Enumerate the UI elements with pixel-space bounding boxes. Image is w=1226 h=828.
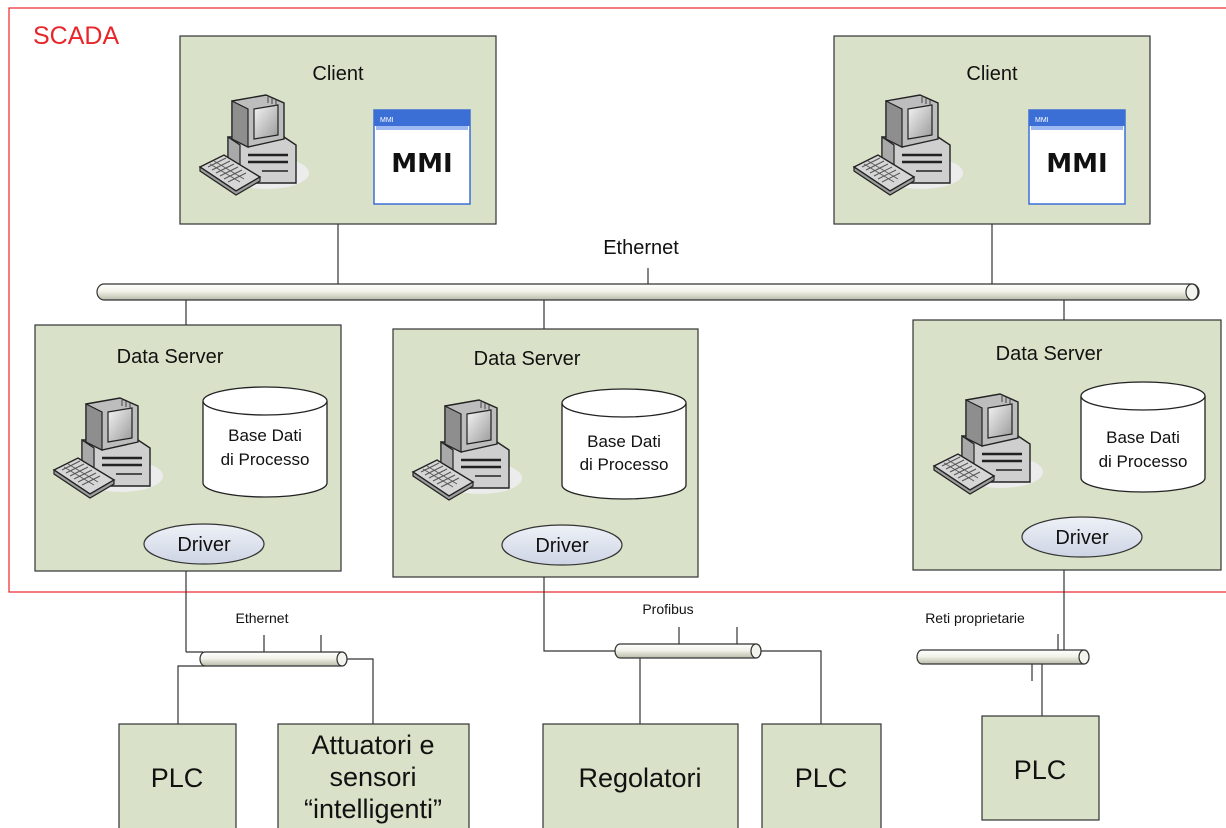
data-server-box-3: Data Server Base Dati di Processo Driver [912,319,1222,571]
device-smart-actuators: Attuatori e sensori “intelligenti” [277,723,470,828]
device-label: Regolatori [578,763,701,793]
client-title: Client [966,63,1018,85]
db-label-line1: Base Dati [228,426,302,445]
driver-badge [501,524,623,566]
driver-badge [143,523,265,565]
device-label: PLC [795,763,848,793]
driver-badge [1021,516,1143,558]
server-title: Data Server [474,348,581,370]
data-server-box-1: Data Server Base Dati di Processo Driver [34,324,342,572]
mmi-window-icon: MMI MMI [373,109,471,205]
main-network-label: Ethernet [603,237,679,259]
device-plc-1: PLC [118,723,237,828]
data-server-box-2: Data Server Base Dati di Processo Driver [392,328,699,578]
server-to-bus-line [543,577,620,652]
driver-label: Driver [535,535,589,557]
field-bus-profibus [614,643,762,659]
device-plc-2: PLC [761,723,882,828]
field-network-label: Reti proprietarie [925,610,1025,626]
mmi-label: MMI [1046,149,1107,179]
device-label-line2: sensori [329,762,416,792]
device-label-line1: Attuatori e [311,730,434,760]
mmi-window-bar: MMI [1035,117,1049,124]
client-title: Client [312,63,364,85]
server-title: Data Server [996,343,1103,365]
device-label: PLC [151,763,204,793]
client-box-2: Client MMI MMI [833,35,1151,225]
field-network-label: Ethernet [236,610,289,626]
field-bus-proprietary [916,649,1090,665]
db-label-line2: di Processo [1099,452,1188,471]
device-plc-3: PLC [981,715,1100,821]
mmi-window-icon: MMI MMI [1028,109,1126,205]
mmi-label: MMI [391,149,452,179]
db-label-line2: di Processo [580,455,669,474]
server-title: Data Server [117,346,224,368]
field-bus-ethernet [199,651,348,667]
client-box-1: Client MMI MMI [179,35,497,225]
driver-label: Driver [177,534,231,556]
device-label-line3: “intelligenti” [304,794,442,824]
driver-label: Driver [1055,527,1109,549]
device-regulators: Regolatori [542,723,739,828]
scada-boundary [8,7,1226,593]
mmi-window-bar: MMI [380,117,394,124]
field-network-label: Profibus [642,601,693,617]
db-label-line1: Base Dati [587,432,661,451]
db-label-line2: di Processo [221,450,310,469]
db-label-line1: Base Dati [1106,428,1180,447]
main-ethernet-bus [96,283,1200,301]
scada-label: SCADA [33,22,119,50]
device-label: PLC [1014,755,1067,785]
